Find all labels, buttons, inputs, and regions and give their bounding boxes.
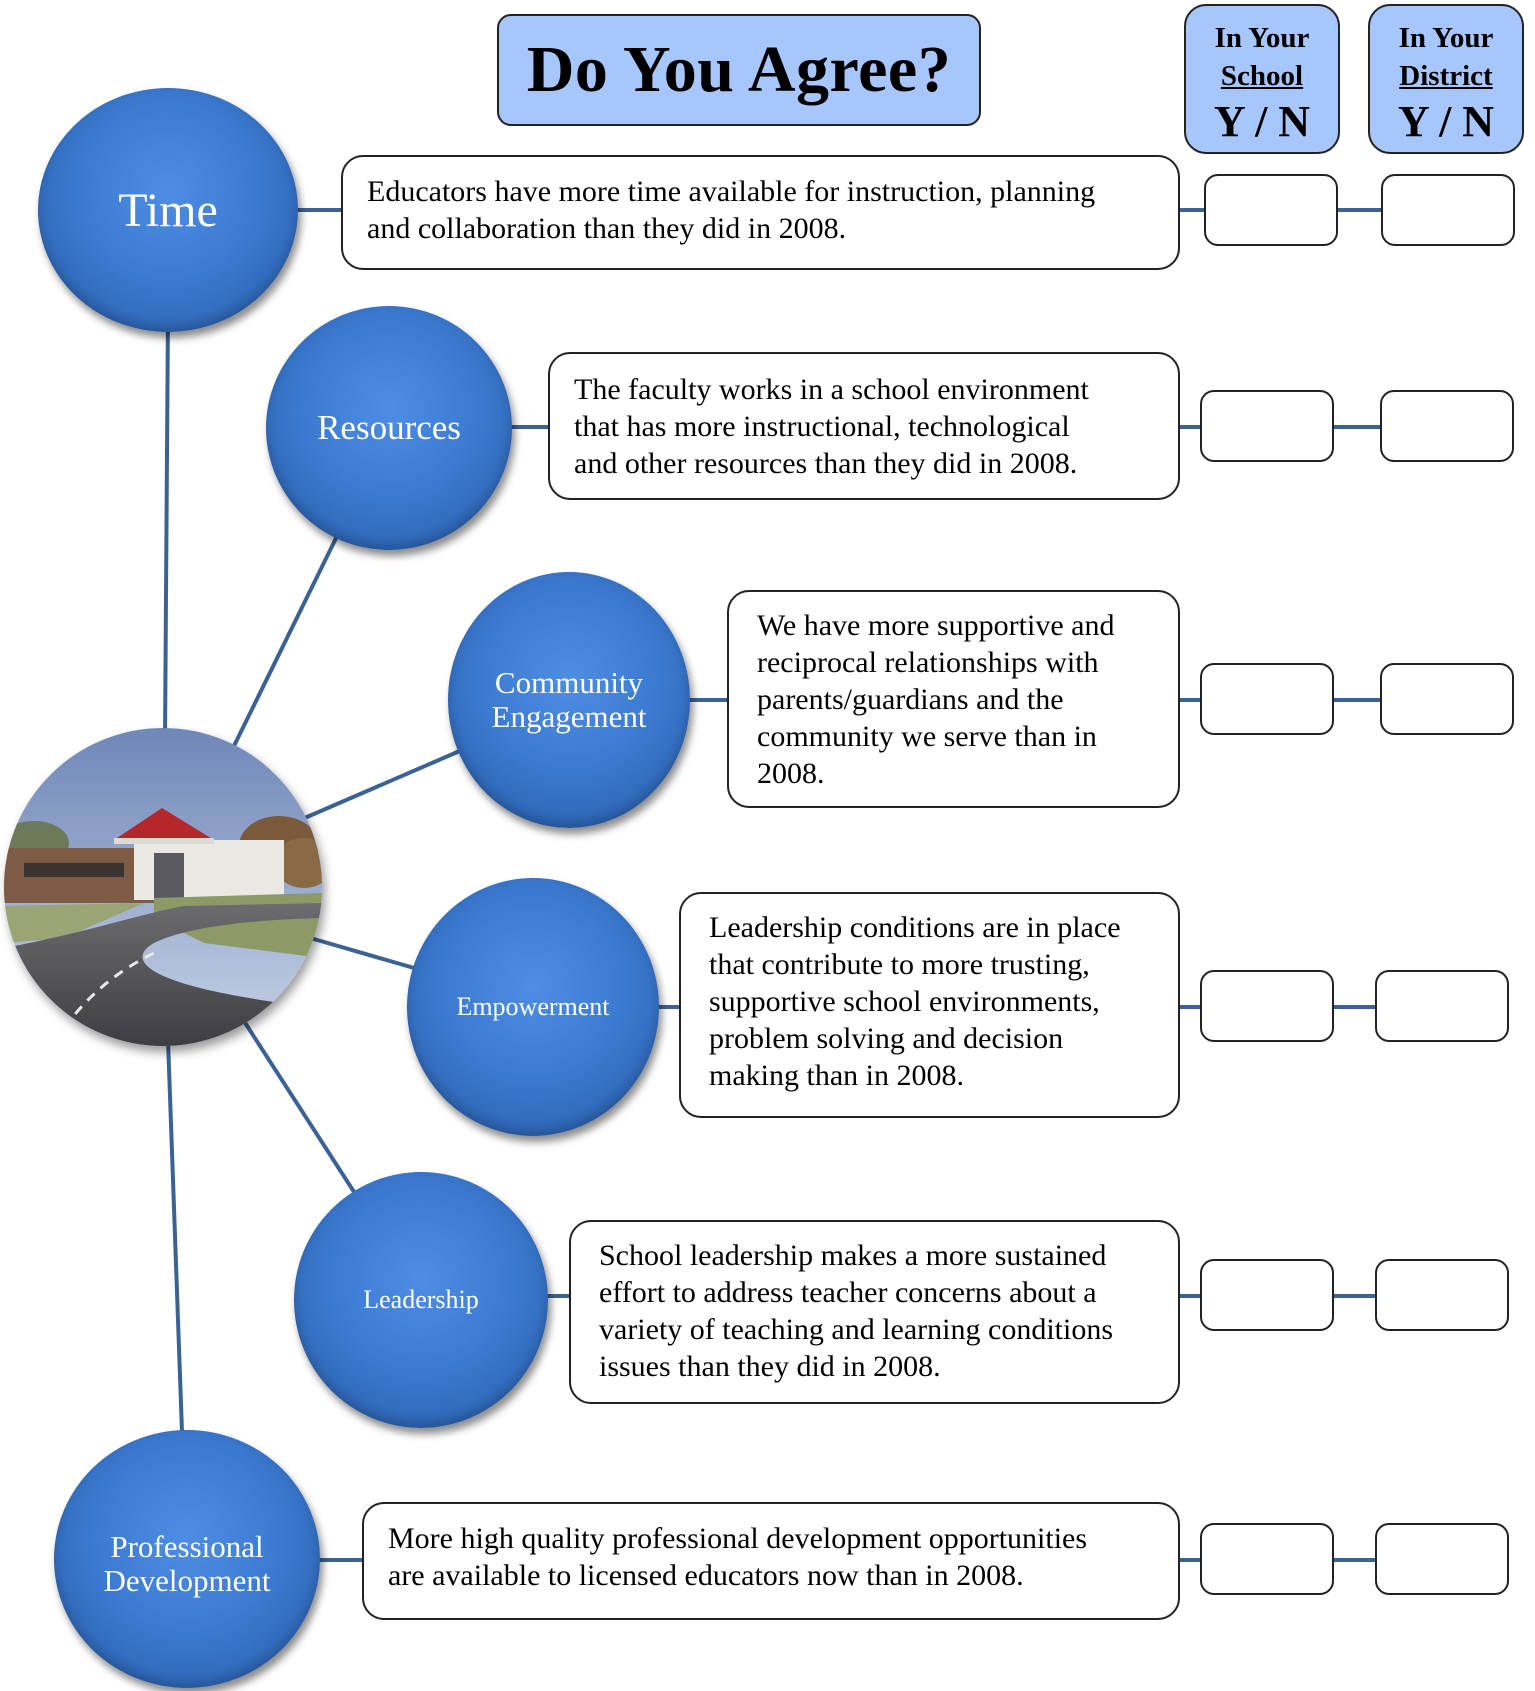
answer-school-professional-development[interactable] (1200, 1523, 1334, 1595)
node-label: Leadership (363, 1285, 479, 1314)
node-resources: Resources (266, 306, 512, 550)
statement-line: and collaboration than they did in 2008. (367, 212, 847, 245)
school-photo (4, 728, 322, 1046)
column-header-school: In Your School Y / N (1184, 4, 1340, 154)
statement-resources: The faculty works in a school environmen… (548, 352, 1180, 500)
connector-hub-time (163, 309, 170, 741)
node-label: Time (118, 183, 218, 237)
answer-school-time[interactable] (1204, 174, 1338, 246)
statement-line: The faculty works in a school environmen… (574, 373, 1089, 406)
column-header-district: In Your District Y / N (1368, 4, 1524, 154)
node-professional-development: Professional Development (54, 1430, 320, 1688)
statement-line: supportive school environments, (709, 985, 1100, 1018)
statement-community-engagement: We have more supportive and reciprocal r… (727, 590, 1180, 808)
node-label-line: Development (103, 1563, 271, 1598)
node-leadership: Leadership (294, 1172, 548, 1428)
answer-district-community-engagement[interactable] (1380, 663, 1514, 735)
column-header-line2: School (1220, 60, 1304, 92)
school-building-image (4, 728, 322, 1046)
column-header-line1: In Your (1398, 22, 1494, 54)
connector-hub-empowerment (299, 933, 415, 970)
answer-school-community-engagement[interactable] (1200, 663, 1334, 735)
answer-school-resources[interactable] (1200, 390, 1334, 462)
statement-line: effort to address teacher concerns about… (599, 1276, 1097, 1309)
connector-hub-community (299, 748, 463, 822)
statement-line: that contribute to more trusting, (709, 948, 1090, 981)
node-time: Time (38, 88, 298, 332)
statement-line: School leadership makes a more sustained (599, 1239, 1107, 1272)
answer-district-leadership[interactable] (1375, 1259, 1509, 1331)
statement-line: More high quality professional developme… (388, 1522, 1088, 1555)
statement-line: making than in 2008. (709, 1059, 964, 1092)
node-label: Resources (317, 408, 461, 447)
statement-line: and other resources than they did in 200… (574, 447, 1078, 480)
node-label-line: Engagement (491, 699, 647, 734)
statement-line: community we serve than in (757, 720, 1097, 753)
statement-line: We have more supportive and (757, 609, 1115, 642)
title-box: Do You Agree? (497, 14, 981, 126)
connector-hub-resources (230, 529, 342, 751)
node-label-line: Community (494, 665, 644, 700)
node-label: Empowerment (456, 992, 610, 1021)
connector-hub-leadership (240, 1016, 358, 1197)
statement-line: 2008. (757, 757, 825, 790)
statement-line: parents/guardians and the (757, 683, 1064, 716)
statement-line: Educators have more time available for i… (367, 175, 1096, 208)
column-header-line2: District (1399, 60, 1493, 92)
column-header-choice: Y / N (1397, 97, 1495, 146)
statement-professional-development: More high quality professional developme… (362, 1502, 1180, 1620)
statement-line: problem solving and decision (709, 1022, 1064, 1055)
node-label-line: Professional (110, 1529, 264, 1564)
statement-line: are available to licensed educators now … (388, 1559, 1024, 1592)
page-title: Do You Agree? (526, 33, 952, 106)
answer-school-empowerment[interactable] (1200, 970, 1334, 1042)
statement-time: Educators have more time available for i… (341, 155, 1180, 270)
statement-line: variety of teaching and learning conditi… (599, 1313, 1113, 1346)
statement-leadership: School leadership makes a more sustained… (569, 1220, 1180, 1404)
column-header-choice: Y / N (1213, 97, 1311, 146)
connector-hub-profdev (166, 1039, 184, 1433)
answer-district-empowerment[interactable] (1375, 970, 1509, 1042)
statement-empowerment: Leadership conditions are in place that … (679, 892, 1180, 1118)
column-header-line1: In Your (1214, 22, 1310, 54)
statement-line: that has more instructional, technologic… (574, 410, 1070, 443)
statement-line: issues than they did in 2008. (599, 1350, 941, 1383)
node-community-engagement: Community Engagement (448, 572, 690, 828)
statement-line: Leadership conditions are in place (709, 911, 1121, 944)
answer-district-professional-development[interactable] (1375, 1523, 1509, 1595)
statement-line: reciprocal relationships with (757, 646, 1099, 679)
node-empowerment: Empowerment (407, 878, 659, 1136)
answer-district-time[interactable] (1381, 174, 1515, 246)
answer-district-resources[interactable] (1380, 390, 1514, 462)
answer-school-leadership[interactable] (1200, 1259, 1334, 1331)
